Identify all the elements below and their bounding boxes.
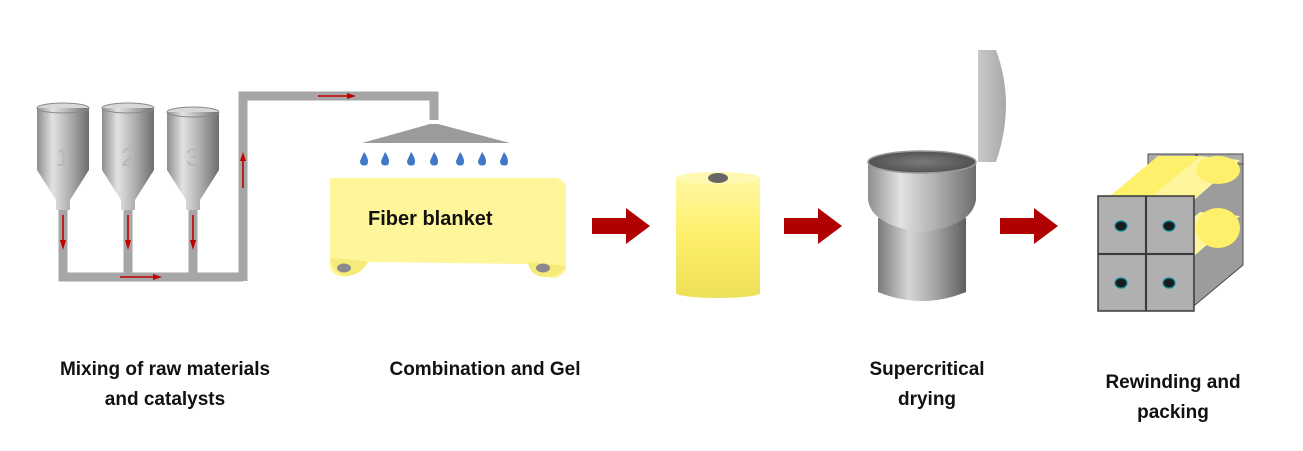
stage-caption-drying: Supercritical drying [842,355,1012,415]
caption-line: Supercritical [869,359,985,380]
droplet-icon [381,152,389,166]
crate-hole [1114,277,1128,289]
vessel-lid [978,50,1006,162]
tank-1: 1 [36,102,90,210]
crate-hole [1162,220,1176,232]
stage-caption-mixing: Mixing of raw materials and catalysts [30,355,300,415]
blanket-roll-right [536,263,550,273]
stage-arrows [592,208,1058,244]
droplet-icon [407,152,415,166]
tank-number: 1 [56,144,70,172]
stage-arrow-2 [784,208,842,244]
crate-hole [1162,277,1176,289]
droplets [360,152,508,166]
stage-arrow-1 [592,208,650,244]
droplet-icon [500,152,508,166]
blanket-roll-left [337,263,351,273]
caption-line: Mixing of raw materials [59,359,271,380]
crate-hole [1114,220,1128,232]
stage-arrow-3 [1000,208,1058,244]
flow-arrow-bottom [120,274,162,280]
caption-line: packing [1137,402,1209,423]
tank-number: 3 [186,144,200,172]
gel-nozzle-icon [362,124,510,143]
caption-line: Combination and Gel [389,359,581,380]
stage-caption-packing: Rewinding and packing [1078,368,1268,428]
caption-line: and catalysts [104,389,226,410]
blanket-label: Fiber blanket [368,208,493,230]
flow-arrow-tank3 [190,215,196,250]
packing-crate-icon [1097,153,1244,312]
roll-core [708,173,728,183]
tank-number: 2 [121,144,135,172]
roll-icon [676,172,760,298]
drying-vessel-icon [867,50,1006,301]
caption-line: drying [897,389,957,410]
flow-arrow-tank1 [60,215,66,250]
tank-2: 2 [101,102,155,210]
droplet-icon [430,152,438,166]
pipe-tank1-down [58,205,243,282]
droplet-icon [456,152,464,166]
tank-3: 3 [166,106,220,210]
flow-arrow-top [318,93,356,99]
stage-caption-gel: Combination and Gel [360,355,610,385]
droplet-icon [478,152,486,166]
flow-arrow-riser [240,152,246,188]
flow-arrows [60,93,356,280]
caption-line: Rewinding and [1105,372,1241,393]
droplet-icon [360,152,368,166]
flow-arrow-tank2 [125,215,131,250]
fiber-blanket [329,178,566,279]
